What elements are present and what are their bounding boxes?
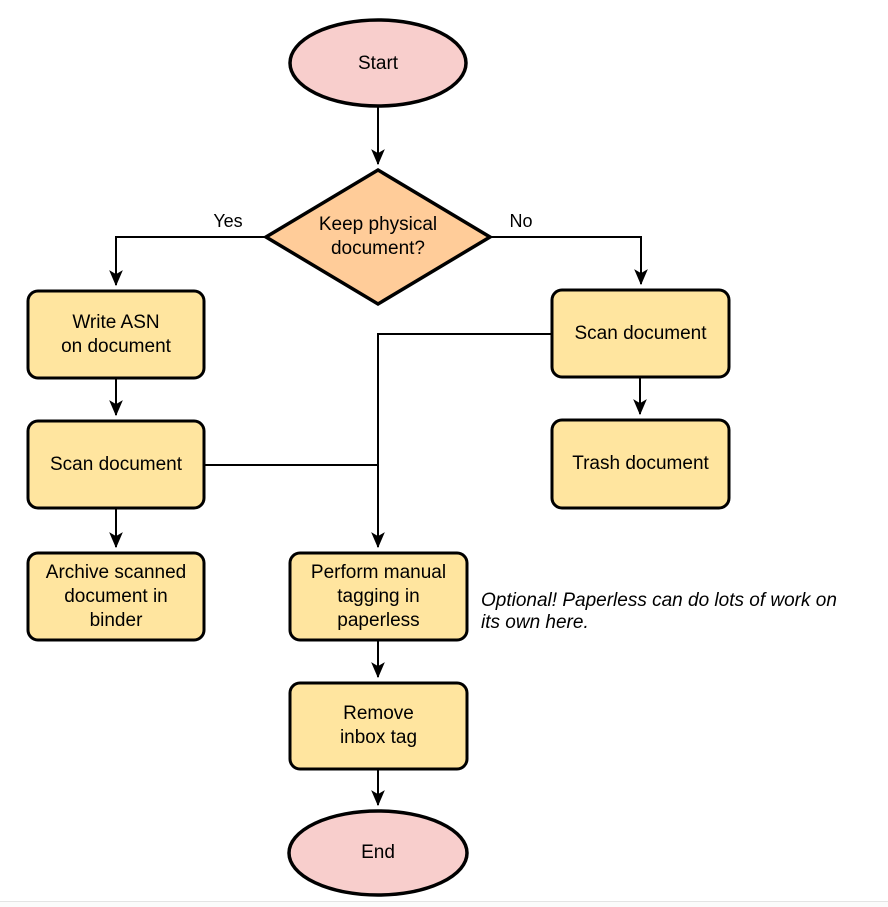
trash-node-shape (550, 418, 731, 510)
edge-decision-yes (109, 236, 265, 287)
end-node-shape (287, 809, 469, 897)
decision-node-shape (262, 167, 494, 307)
page-boundary-line (0, 901, 888, 902)
scan-left-node-shape (26, 419, 206, 510)
page-boundary-area (0, 902, 888, 907)
edge-scanright-to-tagging (371, 333, 552, 549)
write-asn-node-shape (26, 289, 206, 380)
edge-decision-no (491, 236, 648, 286)
tagging-node-shape (288, 551, 469, 642)
start-node-shape (288, 18, 468, 108)
archive-node-shape (26, 551, 206, 642)
remove-inbox-node-shape (288, 681, 469, 771)
scan-right-node-shape (550, 288, 731, 379)
